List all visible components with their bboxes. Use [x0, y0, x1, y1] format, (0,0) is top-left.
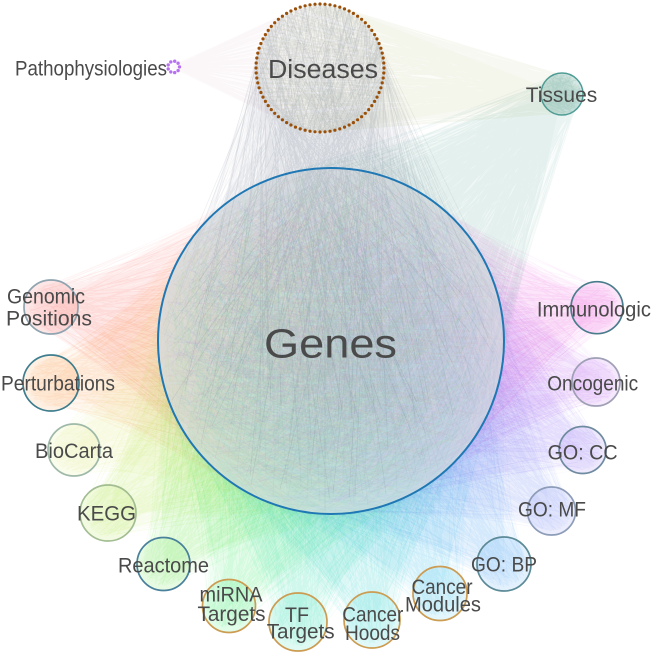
- svg-text:BioCarta: BioCarta: [35, 440, 113, 463]
- svg-text:GO: BP: GO: BP: [471, 554, 537, 577]
- svg-text:Oncogenic: Oncogenic: [547, 373, 638, 396]
- svg-text:Pathophysiologies: Pathophysiologies: [15, 57, 167, 80]
- svg-text:miRNA: miRNA: [200, 584, 263, 607]
- svg-text:Cancer: Cancer: [342, 603, 403, 626]
- svg-text:Perturbations: Perturbations: [1, 373, 115, 396]
- svg-text:Cancer: Cancer: [412, 576, 473, 599]
- svg-text:Diseases: Diseases: [268, 56, 378, 84]
- svg-text:Targets: Targets: [267, 620, 335, 643]
- svg-text:Genomic: Genomic: [7, 286, 85, 309]
- svg-text:Targets: Targets: [198, 603, 266, 626]
- svg-text:Modules: Modules: [405, 593, 481, 616]
- svg-text:Positions: Positions: [6, 308, 92, 331]
- svg-text:TF: TF: [285, 604, 309, 627]
- svg-text:GO: MF: GO: MF: [518, 499, 586, 522]
- svg-text:KEGG: KEGG: [77, 503, 136, 526]
- svg-text:GO: CC: GO: CC: [548, 441, 618, 464]
- svg-text:Tissues: Tissues: [526, 84, 598, 107]
- svg-text:Reactome: Reactome: [118, 555, 209, 578]
- svg-text:Immunologic: Immunologic: [537, 299, 651, 322]
- svg-text:Hoods: Hoods: [345, 622, 400, 645]
- svg-text:Genes: Genes: [264, 321, 397, 367]
